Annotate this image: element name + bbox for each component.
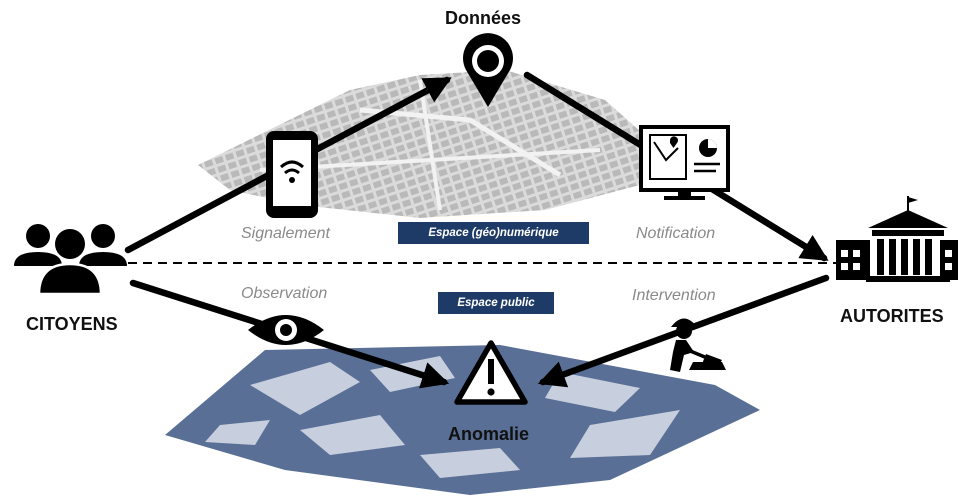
flow-intervention-label: Intervention (632, 287, 716, 304)
smartphone-wifi-icon (266, 131, 318, 218)
dashboard-monitor-icon (639, 125, 730, 200)
space-numerique-badge: Espace (géo)numérique (398, 222, 589, 244)
warning-triangle-icon (454, 340, 528, 405)
map-pin-icon (462, 33, 513, 107)
eye-icon (248, 315, 324, 345)
node-donnees-label: Données (445, 8, 522, 28)
flow-signalement-label: Signalement (241, 225, 330, 242)
node-citoyens-label: CITOYENS (26, 314, 118, 334)
government-building-icon (836, 196, 958, 282)
worker-shovel-icon (670, 318, 726, 372)
node-autorites-label: AUTORITES (840, 306, 944, 326)
flow-observation-label: Observation (241, 285, 328, 302)
space-public-badge: Espace public (438, 292, 554, 314)
node-anomalie-label: Anomalie (448, 424, 530, 444)
citizens-group-icon (14, 224, 127, 296)
flow-notification-label: Notification (636, 225, 716, 242)
public-map (165, 345, 760, 495)
